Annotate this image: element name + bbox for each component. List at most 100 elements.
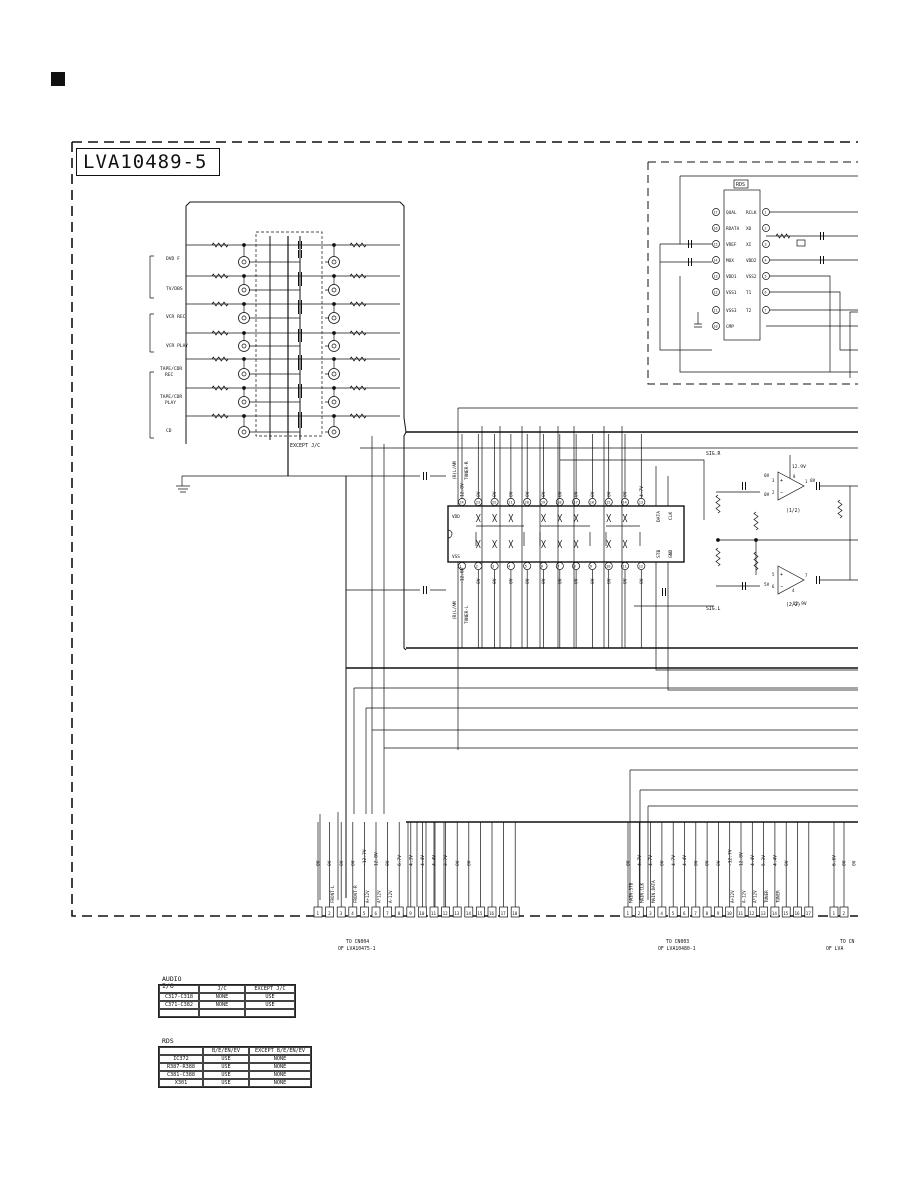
rca-jack-center: [241, 343, 247, 349]
board-id: LVA10489-5: [83, 151, 208, 173]
opamp-pin-label: 2: [772, 490, 775, 495]
rds-pin: [762, 306, 770, 314]
connector-pin-number: 11: [738, 911, 744, 916]
rds-pin: [712, 240, 720, 248]
capacitor: [423, 472, 427, 480]
table-cell: NONE: [249, 1063, 311, 1071]
connector-destination: TO CN004: [346, 939, 369, 945]
opamp-plus: +: [780, 478, 783, 484]
input-label: CD: [166, 428, 172, 434]
switch-symbol: [557, 513, 563, 549]
input-label: PLAY: [165, 400, 176, 406]
rca-jack: [238, 256, 250, 268]
selector-pin-number: 17: [574, 501, 578, 505]
switch-symbol: [573, 513, 579, 549]
selector-pin-number: 9: [590, 565, 592, 569]
rca-jack-center: [241, 371, 247, 377]
rds-table-title: RDS: [162, 1037, 174, 1045]
resistor: [837, 499, 843, 519]
connector-pin-number: 1: [317, 911, 320, 916]
junction-dot: [754, 538, 758, 542]
table-cell: USE: [203, 1063, 249, 1071]
selector-pin-number: 6: [541, 565, 543, 569]
selector-pin-number: 15: [606, 501, 610, 505]
connector-pin-number: 14: [772, 911, 778, 916]
selector-pin: [458, 562, 466, 570]
selector-vdd-label: VDD: [452, 514, 460, 520]
rds-pin: [762, 240, 770, 248]
selector-pin: [637, 562, 646, 570]
connector-signal-name: A+12V: [730, 890, 735, 903]
connector-pin-number: 7: [386, 911, 389, 916]
opamp-pin-label: 7: [805, 573, 808, 578]
switch-symbol: [606, 513, 612, 549]
connector-voltage: 4.7V: [671, 855, 677, 866]
jack-lead: [243, 359, 335, 369]
connector-pin-number: 10: [727, 911, 733, 916]
selector-pin-voltage: 0V: [541, 578, 547, 584]
connector-pin-number: 4: [660, 911, 663, 916]
selector-pin: [506, 498, 515, 506]
connector-pin-number: 4: [351, 911, 354, 916]
selector-pin-number: 24: [459, 501, 463, 505]
rca-jack-center: [331, 371, 337, 377]
opamp-pin-label: 4: [792, 588, 795, 593]
selector-pin-voltage: 0V: [639, 578, 645, 584]
selector-pin: [523, 498, 532, 506]
connector-voltage: 0V: [626, 860, 632, 866]
opamp-pin-label: 3: [772, 478, 775, 483]
rds-pin-name: CMP: [726, 324, 734, 330]
switch-symbol: [622, 513, 628, 549]
table-cell: [245, 1009, 295, 1017]
rds-pin-number: 1: [765, 211, 767, 215]
connector-pin-number: 10: [419, 911, 425, 916]
connector-pin-number: 3: [340, 911, 343, 916]
resistor: [775, 233, 791, 239]
rds-pin-name: VSS3: [726, 308, 737, 314]
table-header-cell: [159, 985, 199, 993]
rca-jack-center: [241, 287, 247, 293]
rds-pin-number: 2: [765, 227, 767, 231]
resistor: [349, 356, 367, 362]
crystal-x301: [796, 239, 806, 247]
selector-pin-voltage: 0V: [509, 578, 515, 584]
table-cell: NONE: [249, 1071, 311, 1079]
connector-pin-number: 8: [398, 911, 401, 916]
rca-jack: [328, 396, 340, 408]
rds-pin-number: 15: [714, 243, 718, 247]
connector-pin-number: 7: [694, 911, 697, 916]
rca-jack-center: [241, 259, 247, 265]
opamp-pin-label: 1: [805, 479, 808, 484]
selector-pin-voltage: 0V: [606, 491, 612, 497]
rds-pin-name: T1: [746, 290, 752, 296]
rds-pin: [712, 256, 720, 264]
capacitor: [742, 582, 746, 590]
rca-jack-center: [241, 429, 247, 435]
selector-pin: [523, 562, 532, 570]
jack-lead: [243, 276, 335, 285]
selector-pin: [588, 498, 597, 506]
opamp-voltage: 0V: [764, 473, 770, 479]
capacitor: [688, 240, 692, 248]
connector-pin-number: 16: [795, 911, 801, 916]
table-cell: C371-C382: [159, 1001, 199, 1009]
rca-jack-center: [331, 315, 337, 321]
opamp-minus: −: [780, 584, 783, 590]
table-header-cell: EXCEPT J/C: [245, 985, 295, 993]
resistor: [753, 551, 759, 571]
rds-pin: [712, 208, 720, 216]
rca-jack-center: [331, 287, 337, 293]
table-cell: [199, 1009, 245, 1017]
input-label: TV/DBS: [166, 286, 183, 292]
connector-pin-number: 13: [761, 911, 767, 916]
selector-pin-number: 4: [508, 565, 510, 569]
connector-voltage: 4.4V: [420, 855, 426, 866]
selector-ic-body: [447, 505, 685, 563]
rca-jack: [238, 340, 250, 352]
table-cell: USE: [203, 1071, 249, 1079]
rds-pin: [762, 256, 770, 264]
table-cell: C317-C318: [159, 993, 199, 1001]
selector-pin: [604, 498, 613, 506]
connector-signal-name: FRONT-L: [330, 885, 335, 903]
jack-lead: [243, 333, 335, 341]
